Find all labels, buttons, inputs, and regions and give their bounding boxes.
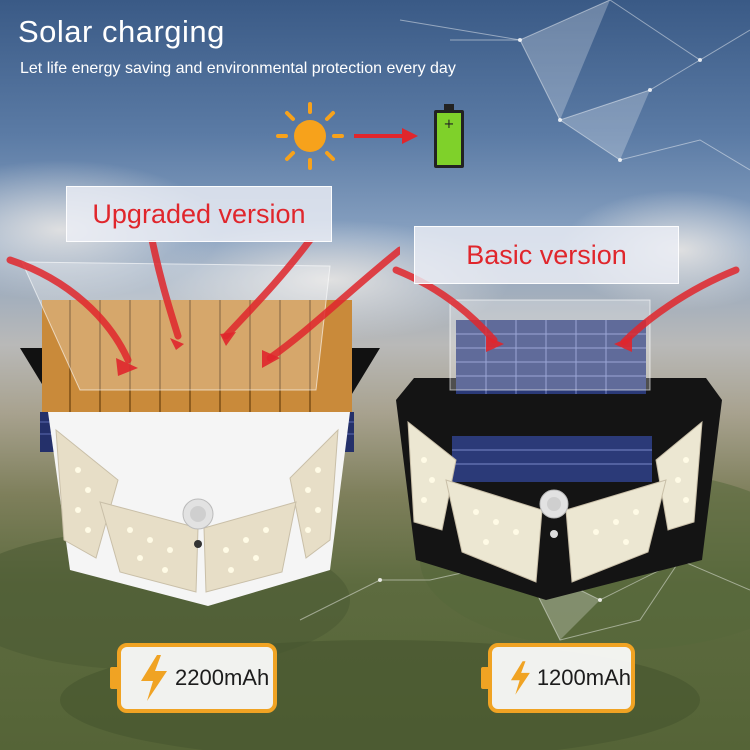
upgraded-version-label: Upgraded version	[66, 186, 332, 242]
basic-battery-badge: 1200mAh	[481, 643, 635, 713]
upgraded-capacity: 2200mAh	[175, 665, 270, 690]
battery-charging-icon: +	[434, 104, 464, 168]
svg-text:+: +	[444, 117, 455, 132]
arrow-right-icon	[354, 128, 418, 144]
lightning-bolt-icon	[510, 661, 530, 695]
page-title: Solar charging	[18, 14, 225, 49]
upgraded-battery-badge: 2200mAh	[110, 643, 277, 713]
sun-charging-graphic: +	[276, 102, 464, 170]
lightning-bolt-icon	[141, 655, 167, 701]
sun-icon	[276, 102, 344, 170]
upgraded-solar-lamp	[6, 240, 400, 606]
page-subtitle: Let life energy saving and environmental…	[20, 60, 456, 77]
basic-solar-lamp	[392, 266, 740, 600]
basic-version-label: Basic version	[414, 226, 679, 284]
basic-capacity: 1200mAh	[536, 665, 631, 690]
